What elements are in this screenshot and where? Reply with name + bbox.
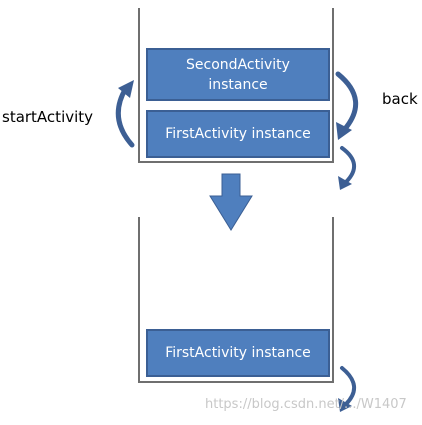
task-stack-after: FirstActivity instance	[138, 217, 334, 383]
start-activity-arrowhead	[118, 80, 134, 98]
back-arrow	[335, 71, 359, 133]
first-activity-block-bottom: FirstActivity instance	[146, 329, 330, 377]
start-activity-label: startActivity	[2, 108, 94, 126]
first-activity-label-bottom: FirstActivity instance	[165, 345, 311, 361]
watermark-text: https://blog.csdn.net/.../W1407	[205, 397, 407, 412]
start-activity-arrow	[115, 85, 135, 148]
back-label: back	[382, 90, 418, 108]
task-stack-before: SecondActivity instance FirstActivity in…	[138, 8, 334, 163]
second-activity-label-line2: instance	[208, 76, 268, 93]
second-activity-label-line1: SecondActivity	[186, 56, 290, 73]
back-arrowhead	[336, 122, 352, 140]
pop-arrowhead-top	[338, 176, 352, 190]
first-activity-label-top: FirstActivity instance	[165, 126, 311, 142]
pop-arrow-top	[340, 146, 356, 184]
second-activity-block: SecondActivity instance	[146, 48, 330, 101]
first-activity-block-top: FirstActivity instance	[146, 110, 330, 158]
